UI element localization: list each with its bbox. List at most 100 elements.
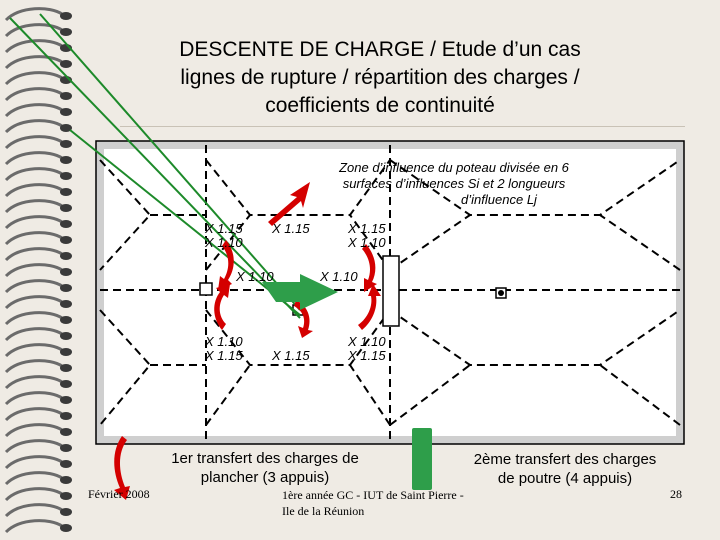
spiral-hole <box>60 252 72 260</box>
coef-mid-right: X 1.10 <box>320 269 358 284</box>
caption-first-transfer: 1er transfert des charges de plancher (3… <box>140 449 390 487</box>
coef-bot-left-2: X 1.15 <box>205 348 243 363</box>
caption-first-transfer-line-2: plancher (3 appuis) <box>200 469 330 486</box>
red-arrow-center <box>294 300 313 338</box>
spiral-hole <box>60 140 72 148</box>
spiral-ring <box>4 231 63 246</box>
spiral-hole <box>60 364 72 372</box>
spiral-hole <box>60 396 72 404</box>
spiral-hole <box>60 188 72 196</box>
spiral-ring <box>4 343 63 358</box>
spiral-ring <box>4 55 63 70</box>
spiral-hole <box>60 220 72 228</box>
spiral-ring <box>4 103 63 118</box>
spiral-hole <box>60 284 72 292</box>
pointer-line-1 <box>9 17 301 319</box>
spiral-ring <box>4 183 63 198</box>
zone-note-line-3: d’influence Lj <box>461 192 537 207</box>
spiral-ring <box>4 247 63 262</box>
zone-note-line-2: surfaces d’influences Si et 2 longueurs <box>342 176 566 191</box>
spiral-ring <box>4 375 63 390</box>
spiral-hole <box>60 124 72 132</box>
spiral-hole <box>60 204 72 212</box>
spiral-ring <box>4 71 63 86</box>
footer-institution: 1ère année GC - IUT de Saint Pierre - Il… <box>282 487 522 519</box>
spiral-ring <box>4 39 63 54</box>
spiral-ring <box>4 311 63 326</box>
spiral-hole <box>60 108 72 116</box>
zone-note-line-1: Zone d’influence du poteau divisée en 6 <box>339 160 569 175</box>
rupture-line-mid-top2 <box>205 214 251 271</box>
spiral-hole <box>60 508 72 516</box>
coef-top-left-1: X 1.15 <box>205 221 243 236</box>
spiral-hole <box>60 300 72 308</box>
coef-bot-right-1: X 1.10 <box>348 334 386 349</box>
red-arrow-left-bottom <box>214 284 230 330</box>
rupture-line-right-bottom <box>389 309 681 366</box>
rupture-line-mid-top <box>205 159 391 216</box>
coef-top-left-2: X 1.10 <box>205 235 243 250</box>
red-arrow-left-top <box>218 240 234 290</box>
spiral-hole <box>60 492 72 500</box>
spiral-hole <box>60 412 72 420</box>
spiral-ring <box>4 135 63 150</box>
spiral-hole <box>60 236 72 244</box>
spiral-ring <box>4 167 63 182</box>
rupture-line-left-top <box>99 159 152 271</box>
title-line-1: DESCENTE DE CHARGE / Etude d’un cas <box>179 38 581 61</box>
spiral-ring <box>4 471 63 486</box>
rupture-line-mid-bottom <box>205 309 391 366</box>
title-divider <box>120 126 685 127</box>
coef-mid-left: X 1.10 <box>236 269 274 284</box>
spiral-hole <box>60 156 72 164</box>
footer-date: Février 2008 <box>88 487 150 501</box>
pointer-line-3 <box>69 129 301 316</box>
spiral-ring <box>4 295 63 310</box>
spiral-hole <box>60 316 72 324</box>
spiral-ring <box>4 503 63 518</box>
spiral-ring <box>4 199 63 214</box>
spiral-ring <box>4 359 63 374</box>
caption-second-transfer-line-1: 2ème transfert des charges <box>473 451 657 468</box>
spiral-ring <box>4 487 63 502</box>
spiral-hole <box>60 12 72 20</box>
slide-title: DESCENTE DE CHARGE / Etude d’un cas lign… <box>110 36 650 120</box>
red-arrow-right-bottom <box>358 284 381 330</box>
coef-top-mid: X 1.15 <box>272 221 310 236</box>
green-arrow-floor <box>262 274 338 310</box>
spiral-hole <box>60 332 72 340</box>
spiral-ring <box>4 119 63 134</box>
spiral-ring <box>4 263 63 278</box>
spiral-hole <box>60 268 72 276</box>
spiral-ring <box>4 423 63 438</box>
spiral-hole <box>60 172 72 180</box>
spiral-hole <box>60 444 72 452</box>
caption-second-transfer-line-2: de poutre (4 appuis) <box>497 470 633 487</box>
spiral-ring <box>4 279 63 294</box>
coef-bot-left-1: X 1.10 <box>205 334 243 349</box>
column-left <box>199 282 213 296</box>
zone-influence-note: Zone d’influence du poteau divisée en 6 … <box>304 160 604 208</box>
spiral-ring <box>4 215 63 230</box>
footer-page-number: 28 <box>670 487 682 501</box>
spiral-hole <box>60 460 72 468</box>
spiral-ring <box>4 23 63 38</box>
spiral-ring <box>4 407 63 422</box>
spiral-ring <box>4 391 63 406</box>
spiral-ring <box>4 519 63 534</box>
spiral-hole <box>60 476 72 484</box>
coef-bot-mid: X 1.15 <box>272 348 310 363</box>
spiral-hole <box>60 92 72 100</box>
caption-first-transfer-line-1: 1er transfert des charges de <box>171 450 359 467</box>
caption-second-transfer: 2ème transfert des charges de poutre (4 … <box>450 450 680 488</box>
spiral-hole <box>60 28 72 36</box>
spiral-ring <box>4 455 63 470</box>
pointer-line-2 <box>39 13 301 311</box>
spiral-ring <box>4 439 63 454</box>
title-line-3: coefficients de continuité <box>265 94 495 117</box>
spiral-hole <box>60 60 72 68</box>
rupture-line-right-top <box>389 159 681 216</box>
spiral-hole <box>60 428 72 436</box>
spiral-hole <box>60 524 72 532</box>
